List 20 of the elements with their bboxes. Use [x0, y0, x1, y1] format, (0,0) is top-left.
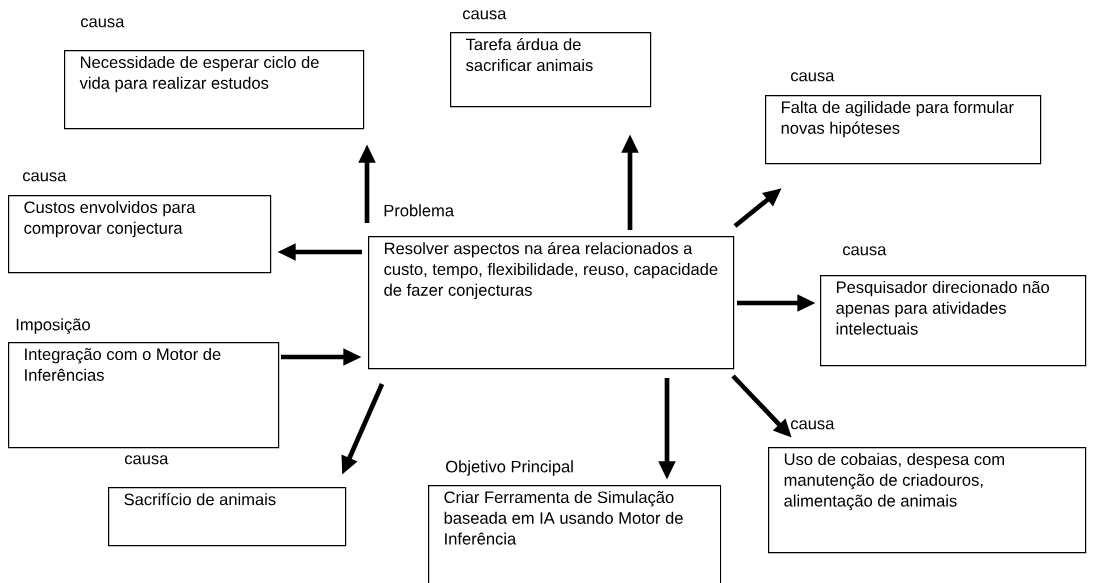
text-box: Resolver aspectos na área relacionados a custo, tempo, flexibilidade, reuso, capacidade de fazer conjecturas: [368, 236, 735, 370]
text-box: Integração com o Motor de Inferências: [8, 342, 280, 449]
heading-label: causa: [463, 10, 507, 20]
heading-label: causa: [791, 72, 835, 82]
text-box: Sacrifício de animais: [108, 487, 347, 547]
text-box: Pesquisador direcionado não apenas para atividades intelectuais: [820, 275, 1087, 367]
text-box: Necessidade de esperar ciclo de vida para realizar estudos: [64, 50, 365, 130]
heading-label: Imposição: [16, 318, 90, 334]
heading-label: causa: [81, 18, 125, 28]
heading-label: causa: [23, 172, 67, 182]
heading-label: causa: [125, 455, 169, 465]
heading-label: Objetivo Principal: [446, 460, 573, 476]
text-box: Falta de agilidade para formular novas hipóteses: [765, 95, 1042, 165]
text-box: Uso de cobaias, despesa com manutenção de criadouros, alimentação de animais: [768, 447, 1087, 554]
text-box: Tarefa árdua de sacrificar animais: [450, 32, 652, 108]
heading-label: causa: [791, 420, 835, 430]
heading-label: Problema: [384, 204, 455, 217]
text-box: Criar Ferramenta de Simulação baseada em IA usando Motor de Inferência: [428, 485, 722, 583]
heading-label: causa: [843, 246, 887, 256]
text-box: Custos envolvidos para comprovar conjectura: [8, 195, 272, 274]
